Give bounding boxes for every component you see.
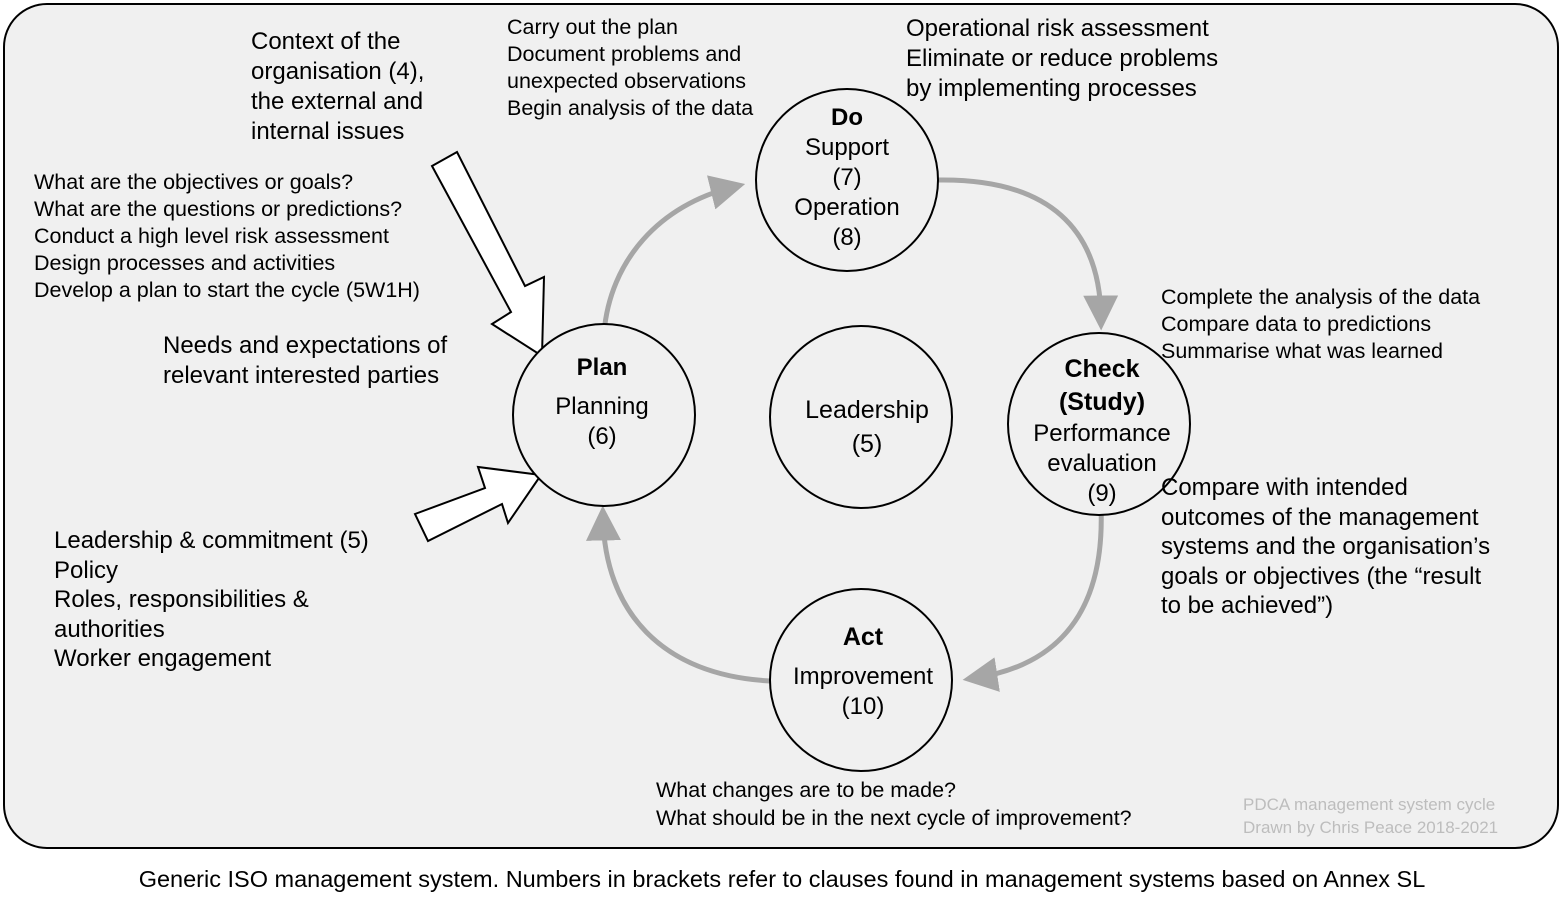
operational-line-2: Eliminate or reduce problems	[906, 45, 1219, 72]
check-task-2: Compare data to predictions	[1161, 312, 1432, 336]
act-title: Act	[842, 623, 884, 651]
act-question-2: What should be in the next cycle of impr…	[656, 806, 1132, 830]
needs-annotation: Needs and expectations of relevant inter…	[163, 331, 447, 391]
leadership-inputs-annotation: Leadership & commitment (5) Policy Roles…	[54, 526, 369, 674]
check-line-3: (9)	[1087, 480, 1117, 507]
context-line-4: internal issues	[251, 118, 405, 145]
plan-line-2: (6)	[587, 423, 617, 450]
leadership-node-text: Leadership (5)	[772, 393, 962, 461]
do-task-4: Begin analysis of the data	[507, 96, 754, 120]
leadership-input-3: Roles, responsibilities &	[54, 586, 309, 613]
act-question-1: What changes are to be made?	[656, 778, 956, 802]
operational-line-3: by implementing processes	[906, 75, 1197, 102]
do-task-3: unexpected observations	[507, 69, 747, 93]
input-arrow-leadership	[413, 465, 543, 543]
cycle-arrow-do-to-check	[936, 177, 1119, 331]
cycle-arrow-plan-to-do	[601, 175, 746, 334]
act-circle	[769, 588, 953, 772]
do-task-1: Carry out the plan	[507, 15, 678, 39]
plan-question-1: What are the objectives or goals?	[34, 170, 354, 194]
leadership-input-1: Leadership & commitment (5)	[54, 527, 369, 554]
check-node-text: Check (Study) Performance evaluation (9)	[1012, 353, 1192, 509]
compare-line-4: goals or objectives (the “result	[1161, 562, 1482, 590]
leadership-input-5: Worker engagement	[54, 645, 272, 672]
do-tasks-annotation: Carry out the plan Document problems and…	[507, 14, 753, 122]
plan-question-4: Design processes and activities	[34, 251, 336, 275]
plan-node-text: Plan Planning (6)	[512, 353, 692, 452]
do-line-1: Support	[804, 134, 890, 161]
context-line-2: organisation (4),	[251, 58, 425, 85]
cycle-arrow-act-to-plan	[586, 505, 771, 684]
plan-line-1: Planning	[555, 393, 649, 420]
context-annotation: Context of the organisation (4), the ext…	[251, 27, 424, 147]
do-task-2: Document problems and	[507, 42, 742, 66]
plan-question-3: Conduct a high level risk assessment	[34, 224, 389, 248]
operational-line-1: Operational risk assessment	[906, 15, 1209, 42]
compare-line-2: outcomes of the management	[1161, 503, 1479, 531]
act-line-2: (10)	[841, 693, 885, 720]
plan-questions-annotation: What are the objectives or goals? What a…	[34, 169, 420, 304]
needs-line-2: relevant interested parties	[163, 362, 440, 389]
plan-title: Plan	[576, 354, 628, 381]
input-arrow-context	[430, 150, 546, 358]
act-questions-annotation: What changes are to be made? What should…	[656, 776, 1132, 832]
credit-line-2: Drawn by Chris Peace 2018-2021	[1243, 818, 1499, 837]
plan-question-5: Develop a plan to start the cycle (5W1H)	[34, 278, 420, 302]
leadership-input-2: Policy	[54, 556, 119, 584]
check-circle	[1007, 332, 1191, 516]
compare-line-3: systems and the organisation’s	[1161, 533, 1491, 560]
credit-line-1: PDCA management system cycle	[1243, 795, 1496, 814]
leadership-input-4: authorities	[54, 615, 165, 643]
plan-circle	[512, 323, 696, 507]
check-task-1: Complete the analysis of the data	[1161, 285, 1481, 309]
do-line-4: (8)	[832, 224, 862, 251]
operational-annotation: Operational risk assessment Eliminate or…	[906, 14, 1218, 104]
do-line-3: Operation	[794, 194, 900, 221]
compare-annotation: Compare with intended outcomes of the ma…	[1161, 473, 1490, 621]
do-node-text: Do Support (7) Operation (8)	[757, 103, 937, 253]
compare-line-1: Compare with intended	[1161, 474, 1408, 501]
check-tasks-annotation: Complete the analysis of the data Compar…	[1161, 284, 1480, 365]
check-line-2: evaluation	[1047, 450, 1157, 477]
leadership-circle	[769, 325, 953, 509]
compare-line-5: to be achieved”)	[1161, 592, 1334, 619]
check-task-3: Summarise what was learned	[1161, 339, 1444, 363]
cycle-arrow-check-to-act	[962, 506, 1104, 692]
needs-line-1: Needs and expectations of	[163, 332, 448, 359]
leadership-line-2: (5)	[851, 430, 883, 458]
plan-question-2: What are the questions or predictions?	[34, 197, 403, 221]
do-line-2: (7)	[832, 164, 862, 191]
context-line-3: the external and	[251, 88, 424, 115]
context-line-1: Context of the	[251, 28, 401, 55]
figure-caption: Generic ISO management system. Numbers i…	[138, 866, 1426, 892]
leadership-line-1: Leadership	[805, 396, 929, 424]
act-node-text: Act Improvement (10)	[773, 622, 953, 722]
do-title: Do	[831, 104, 863, 131]
check-line-1: Performance	[1033, 420, 1171, 447]
do-circle	[755, 88, 939, 272]
act-line-1: Improvement	[792, 663, 934, 690]
check-title-2: (Study)	[1058, 388, 1146, 416]
credit-text: PDCA management system cycle Drawn by Ch…	[1243, 793, 1498, 839]
check-title-1: Check	[1064, 355, 1140, 383]
